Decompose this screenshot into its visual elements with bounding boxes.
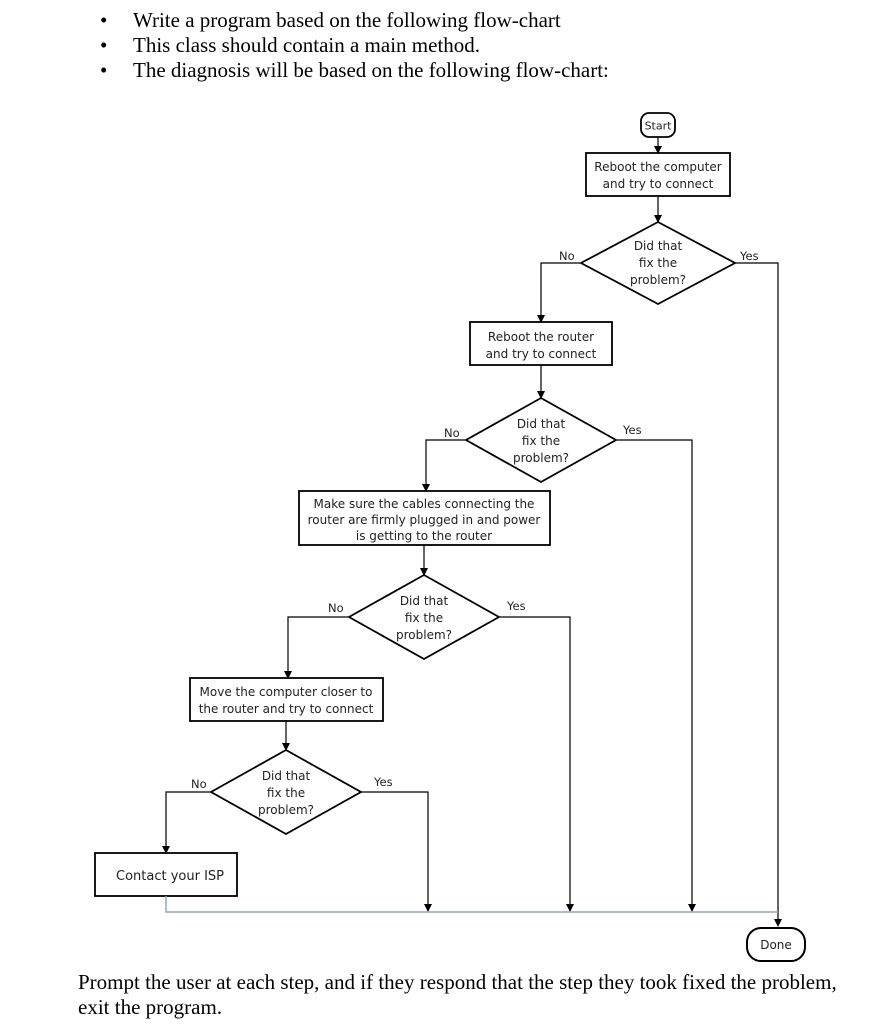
no-connector: [162, 791, 211, 854]
no-label: No: [191, 777, 207, 791]
step-text-line: Make sure the cables connecting the: [314, 497, 535, 511]
no-connector: [537, 262, 581, 323]
instruction-text: This class should contain a main method.: [133, 33, 481, 57]
yes-label: Yes: [506, 599, 526, 613]
step-reboot-router: Reboot the router and try to connect: [469, 321, 613, 366]
done-label: Done: [760, 938, 792, 952]
decision-text-line: Did that: [517, 417, 566, 431]
yes-connector: [361, 791, 432, 912]
step-text-line: the router and try to connect: [199, 702, 374, 716]
decision-text-line: problem?: [630, 273, 686, 287]
bullet-glyph: •: [100, 8, 108, 32]
start-terminal: Start: [640, 112, 676, 138]
yes-connector: [616, 439, 696, 912]
decision-text-line: problem?: [513, 451, 569, 465]
step-text-line: Reboot the router: [488, 330, 594, 344]
yes-connector: [735, 262, 782, 927]
decision-text-line: Did that: [262, 769, 311, 783]
yes-label: Yes: [373, 775, 393, 789]
step-text-line: Reboot the computer: [594, 160, 721, 174]
instruction-footer: Prompt the user at each step, and if the…: [78, 970, 837, 1019]
step-text-line: and try to connect: [486, 347, 597, 361]
step-text-line: and try to connect: [603, 177, 714, 191]
decision-text-line: fix the: [267, 786, 305, 800]
instruction-list: • Write a program based on the following …: [100, 8, 609, 83]
no-connector: [422, 439, 466, 492]
no-label: No: [559, 249, 575, 263]
decision-text-line: fix the: [405, 611, 443, 625]
contact-isp-box: Contact your ISP: [94, 852, 238, 897]
instruction-item: • This class should contain a main method…: [100, 33, 609, 58]
instruction-text: Write a program based on the following f…: [133, 8, 561, 32]
decision-4: Did that fix the problem?: [209, 748, 363, 836]
decision-2: Did that fix the problem?: [464, 396, 618, 484]
decision-1: Did that fix the problem?: [579, 220, 737, 306]
step-text-line: Move the computer closer to: [200, 685, 373, 699]
yes-connector: [499, 616, 574, 912]
bullet-glyph: •: [100, 33, 108, 57]
decision-text-line: problem?: [396, 628, 452, 642]
step-check-cables: Make sure the cables connecting the rout…: [298, 490, 551, 546]
step-text-line: router are firmly plugged in and power: [308, 513, 541, 527]
decision-text-line: fix the: [639, 256, 677, 270]
done-terminal: Done: [746, 927, 806, 962]
decision-text-line: fix the: [522, 434, 560, 448]
yes-label: Yes: [739, 249, 759, 263]
instruction-item: • The diagnosis will be based on the foll…: [100, 58, 609, 83]
decision-3: Did that fix the problem?: [347, 573, 501, 661]
merge-line: [165, 896, 778, 913]
no-label: No: [444, 426, 460, 440]
instruction-item: • Write a program based on the following …: [100, 8, 609, 33]
decision-text-line: Did that: [400, 594, 449, 608]
step-move-computer: Move the computer closer to the router a…: [189, 677, 384, 722]
no-connector: [284, 616, 349, 679]
no-label: No: [328, 601, 344, 615]
step-text-line: is getting to the router: [356, 529, 492, 543]
bullet-glyph: •: [100, 58, 108, 82]
decision-text-line: problem?: [258, 803, 314, 817]
start-label: Start: [645, 120, 673, 133]
instruction-text: The diagnosis will be based on the follo…: [133, 58, 609, 82]
contact-isp-label: Contact your ISP: [116, 869, 224, 884]
decision-text-line: Did that: [634, 239, 683, 253]
yes-label: Yes: [622, 423, 642, 437]
step-reboot-computer: Reboot the computer and try to connect: [585, 152, 731, 197]
